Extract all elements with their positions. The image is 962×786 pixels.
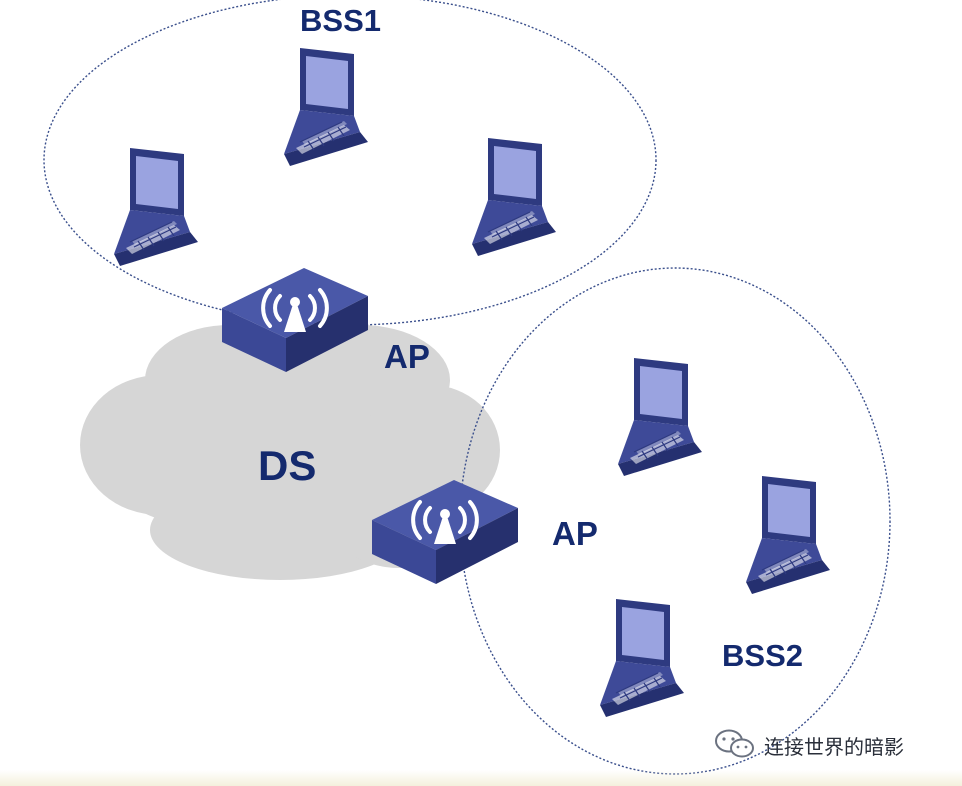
ap-upper-label: AP xyxy=(384,338,430,375)
bottom-fade xyxy=(0,770,962,786)
laptop-icon xyxy=(471,137,557,257)
laptop-icon xyxy=(283,47,369,167)
ds-label: DS xyxy=(258,442,316,489)
laptop-icon xyxy=(617,357,703,477)
ap-lower-label: AP xyxy=(552,515,598,552)
bss1-label: BSS1 xyxy=(300,3,381,38)
wechat-icon xyxy=(715,729,754,758)
bss2-label: BSS2 xyxy=(722,638,803,673)
laptop-icon xyxy=(113,147,199,267)
bss1-boundary xyxy=(43,0,657,326)
laptop-icon xyxy=(599,598,685,718)
bss2-boundary xyxy=(459,267,891,775)
watermark-text: 连接世界的暗影 xyxy=(764,735,904,759)
laptop-icon xyxy=(745,475,831,595)
